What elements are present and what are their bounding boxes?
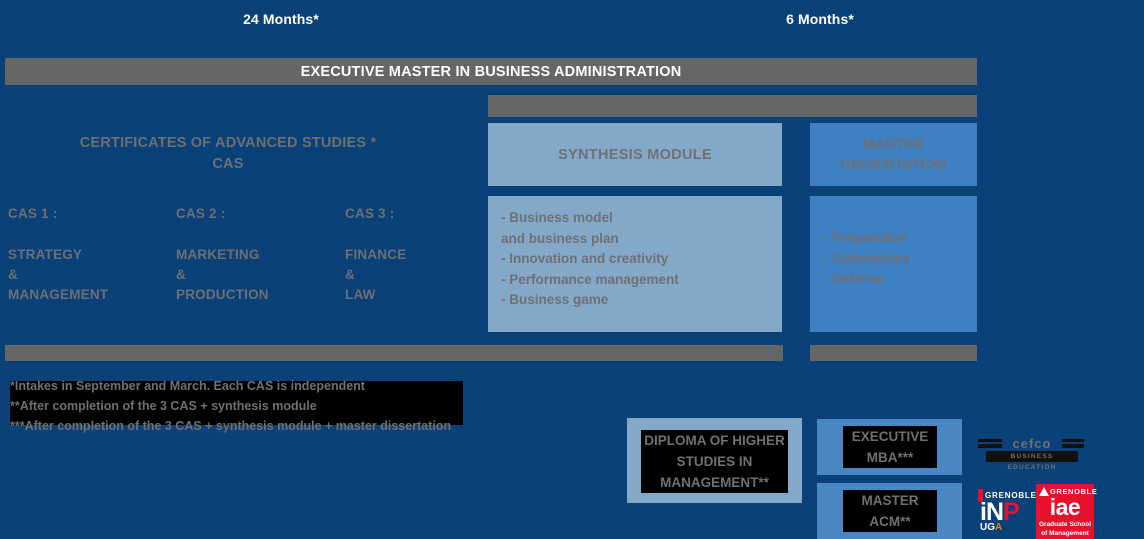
footnotes-block: *Intakes in September and March. Each CA… bbox=[10, 379, 463, 433]
list-item: - Business game bbox=[501, 292, 609, 307]
cas-column-3-name: FINANCE & LAW bbox=[345, 247, 407, 302]
synthesis-module-header: SYNTHESIS MODULE bbox=[488, 123, 782, 186]
cefco-tagline: BUSINESS EDUCATION bbox=[986, 451, 1078, 471]
list-item: - Submission bbox=[824, 250, 909, 266]
synthesis-module-body: - Business model and business plan - Inn… bbox=[488, 196, 782, 332]
cefco-rule-right-bottom bbox=[1062, 444, 1084, 448]
award-label-diploma: DIPLOMA OF HIGHER STUDIES IN MANAGEMENT*… bbox=[641, 430, 788, 493]
footnote-1: *Intakes in September and March. Each CA… bbox=[10, 379, 365, 393]
award-box-executive-mba: EXECUTIVE MBA*** bbox=[817, 419, 962, 475]
master-dissertation-title: MASTER DISSERTATION bbox=[840, 136, 947, 173]
master-dissertation-list: - Preparation - Submission - Defense bbox=[824, 228, 971, 290]
grenoble-iae-logo: GRENOBLE iae Graduate School of Manageme… bbox=[1036, 484, 1098, 539]
cas-column-3-key: CAS 3 : bbox=[345, 206, 395, 221]
list-item: - Performance management bbox=[501, 271, 679, 287]
cefco-rule-left-top bbox=[978, 439, 1002, 442]
cefco-rule-right-top bbox=[1062, 439, 1084, 442]
grenoble-iae-tagline: Graduate School of Management bbox=[1038, 521, 1091, 537]
cas-column-2-key: CAS 2 : bbox=[176, 206, 226, 221]
program-title: EXECUTIVE MASTER IN BUSINESS ADMINISTRAT… bbox=[300, 63, 682, 80]
grenoble-inp-uga-label: UGA bbox=[980, 522, 1003, 533]
award-box-master-acm: MASTER ACM** bbox=[817, 483, 962, 539]
grenoble-iae-top-label: GRENOBLE bbox=[1050, 487, 1098, 496]
cas-column-2-name: MARKETING & PRODUCTION bbox=[176, 247, 269, 302]
award-box-diploma: DIPLOMA OF HIGHER STUDIES IN MANAGEMENT*… bbox=[627, 418, 802, 503]
footnote-2: **After completion of the 3 CAS + synthe… bbox=[10, 399, 317, 413]
synthesis-module-title: SYNTHESIS MODULE bbox=[558, 146, 712, 163]
synthesis-module-list: - Business model and business plan - Inn… bbox=[501, 208, 774, 311]
program-title-bar: EXECUTIVE MASTER IN BUSINESS ADMINISTRAT… bbox=[5, 58, 977, 85]
bottom-connector-bar-left bbox=[5, 345, 783, 361]
list-item: - Preparation bbox=[824, 230, 908, 245]
footnote-2-text: After completion of the 3 CAS + synthesi… bbox=[19, 399, 317, 413]
duration-label-right: 6 Months* bbox=[786, 11, 854, 27]
footnote-3: ***After completion of the 3 CAS + synth… bbox=[10, 419, 451, 433]
phase-connector-bar bbox=[488, 95, 977, 117]
grenoble-inp-top-label: GRENOBLE bbox=[985, 491, 1037, 500]
grenoble-inp-logo: GRENOBLE iNP UGA bbox=[978, 489, 1036, 535]
cas-section-heading: CERTIFICATES OF ADVANCED STUDIES * CAS bbox=[79, 135, 377, 172]
grenoble-inp-letters: iNP bbox=[980, 498, 1020, 526]
grenoble-inp-red-tab bbox=[978, 489, 983, 502]
footnote-3-text: After completion of the 3 CAS + synthesi… bbox=[24, 419, 452, 433]
cefco-wordmark: cefco bbox=[1012, 436, 1052, 451]
duration-label-left: 24 Months* bbox=[243, 11, 319, 27]
bottom-connector-bar-right bbox=[810, 345, 977, 361]
master-dissertation-body: - Preparation - Submission - Defense bbox=[810, 196, 977, 332]
footnote-2-marker: ** bbox=[10, 399, 20, 413]
grenoble-inp-top-strip: GRENOBLE bbox=[978, 489, 1036, 502]
cefco-logo: cefco BUSINESS EDUCATION bbox=[978, 436, 1084, 471]
cas-column-1: CAS 1 : STRATEGY & MANAGEMENT bbox=[8, 204, 173, 305]
cas-column-1-name: STRATEGY & MANAGEMENT bbox=[8, 247, 109, 302]
cas-column-1-key: CAS 1 : bbox=[8, 206, 58, 221]
cas-column-3: CAS 3 : FINANCE & LAW bbox=[345, 204, 485, 305]
grenoble-iae-wordmark: iae bbox=[1049, 494, 1081, 520]
cefco-rule-left-bottom bbox=[978, 444, 1002, 448]
master-dissertation-header: MASTER DISSERTATION bbox=[810, 123, 977, 186]
list-item: - Business model and business plan bbox=[501, 210, 619, 246]
footnote-1-text: Intakes in September and March. Each CAS… bbox=[14, 379, 365, 393]
award-label-executive-mba: EXECUTIVE MBA*** bbox=[843, 426, 937, 468]
footnote-3-marker: *** bbox=[10, 419, 25, 433]
footnote-1-marker: * bbox=[10, 379, 15, 393]
grenoble-iae-triangle-icon bbox=[1039, 487, 1049, 496]
cas-column-2: CAS 2 : MARKETING & PRODUCTION bbox=[176, 204, 341, 305]
award-label-master-acm: MASTER ACM** bbox=[843, 490, 937, 532]
list-item: - Defense bbox=[824, 271, 885, 286]
list-item: - Innovation and creativity bbox=[501, 251, 669, 266]
